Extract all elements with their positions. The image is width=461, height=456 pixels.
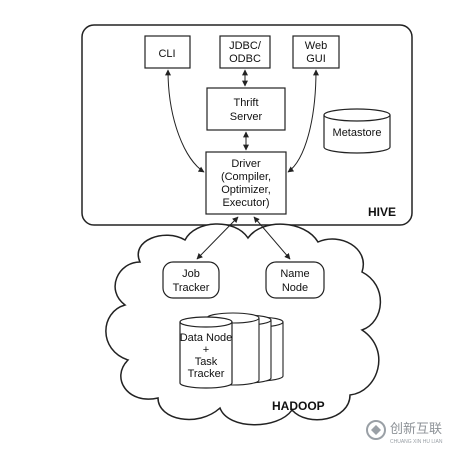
web-gui-box bbox=[292, 35, 340, 69]
arrow-driver-jobtracker bbox=[196, 216, 239, 260]
arrow-webgui-driver bbox=[287, 69, 319, 173]
hadoop-label: HADOOP bbox=[272, 399, 325, 413]
data-node-label-3: Task bbox=[195, 356, 218, 368]
metastore-label: Metastore bbox=[333, 127, 382, 139]
data-node-label-2: + bbox=[203, 344, 209, 356]
job-tracker-box bbox=[162, 261, 220, 299]
watermark-logo-icon bbox=[366, 420, 386, 440]
hive-label: HIVE bbox=[368, 205, 396, 219]
arrow-cli-driver bbox=[165, 69, 205, 173]
job-tracker-label-1: Job bbox=[182, 268, 200, 280]
thrift-server-label-2: Server bbox=[230, 111, 263, 123]
cli-box bbox=[144, 35, 191, 69]
cli-label: CLI bbox=[158, 48, 175, 60]
driver-label-2: (Compiler, bbox=[221, 171, 271, 183]
name-node-box bbox=[265, 261, 325, 299]
arrow-driver-namenode bbox=[253, 216, 291, 260]
thrift-server-box bbox=[206, 87, 286, 131]
watermark-subtext: CHUANG XIN HU LIAN bbox=[390, 439, 443, 445]
data-node-label-4: Tracker bbox=[188, 368, 225, 380]
metastore-cylinder bbox=[323, 108, 391, 154]
watermark: 创新互联 CHUANG XIN HU LIAN bbox=[366, 420, 443, 445]
watermark-text: 创新互联 bbox=[390, 421, 442, 436]
jdbc-odbc-box bbox=[219, 35, 271, 69]
data-node-stack bbox=[179, 312, 284, 389]
job-tracker-label-2: Tracker bbox=[173, 282, 210, 294]
web-gui-label-2: GUI bbox=[306, 53, 326, 65]
name-node-label-1: Name bbox=[280, 268, 309, 280]
web-gui-label-1: Web bbox=[305, 40, 327, 52]
driver-box bbox=[205, 151, 287, 215]
driver-label-1: Driver bbox=[231, 158, 261, 170]
driver-label-4: Executor) bbox=[222, 197, 269, 209]
driver-label-3: Optimizer, bbox=[221, 184, 271, 196]
name-node-label-2: Node bbox=[282, 282, 308, 294]
data-node-label-1: Data Node bbox=[180, 332, 233, 344]
jdbc-odbc-label-2: ODBC bbox=[229, 53, 261, 65]
thrift-server-label-1: Thrift bbox=[233, 97, 258, 109]
jdbc-odbc-label-1: JDBC/ bbox=[229, 40, 262, 52]
